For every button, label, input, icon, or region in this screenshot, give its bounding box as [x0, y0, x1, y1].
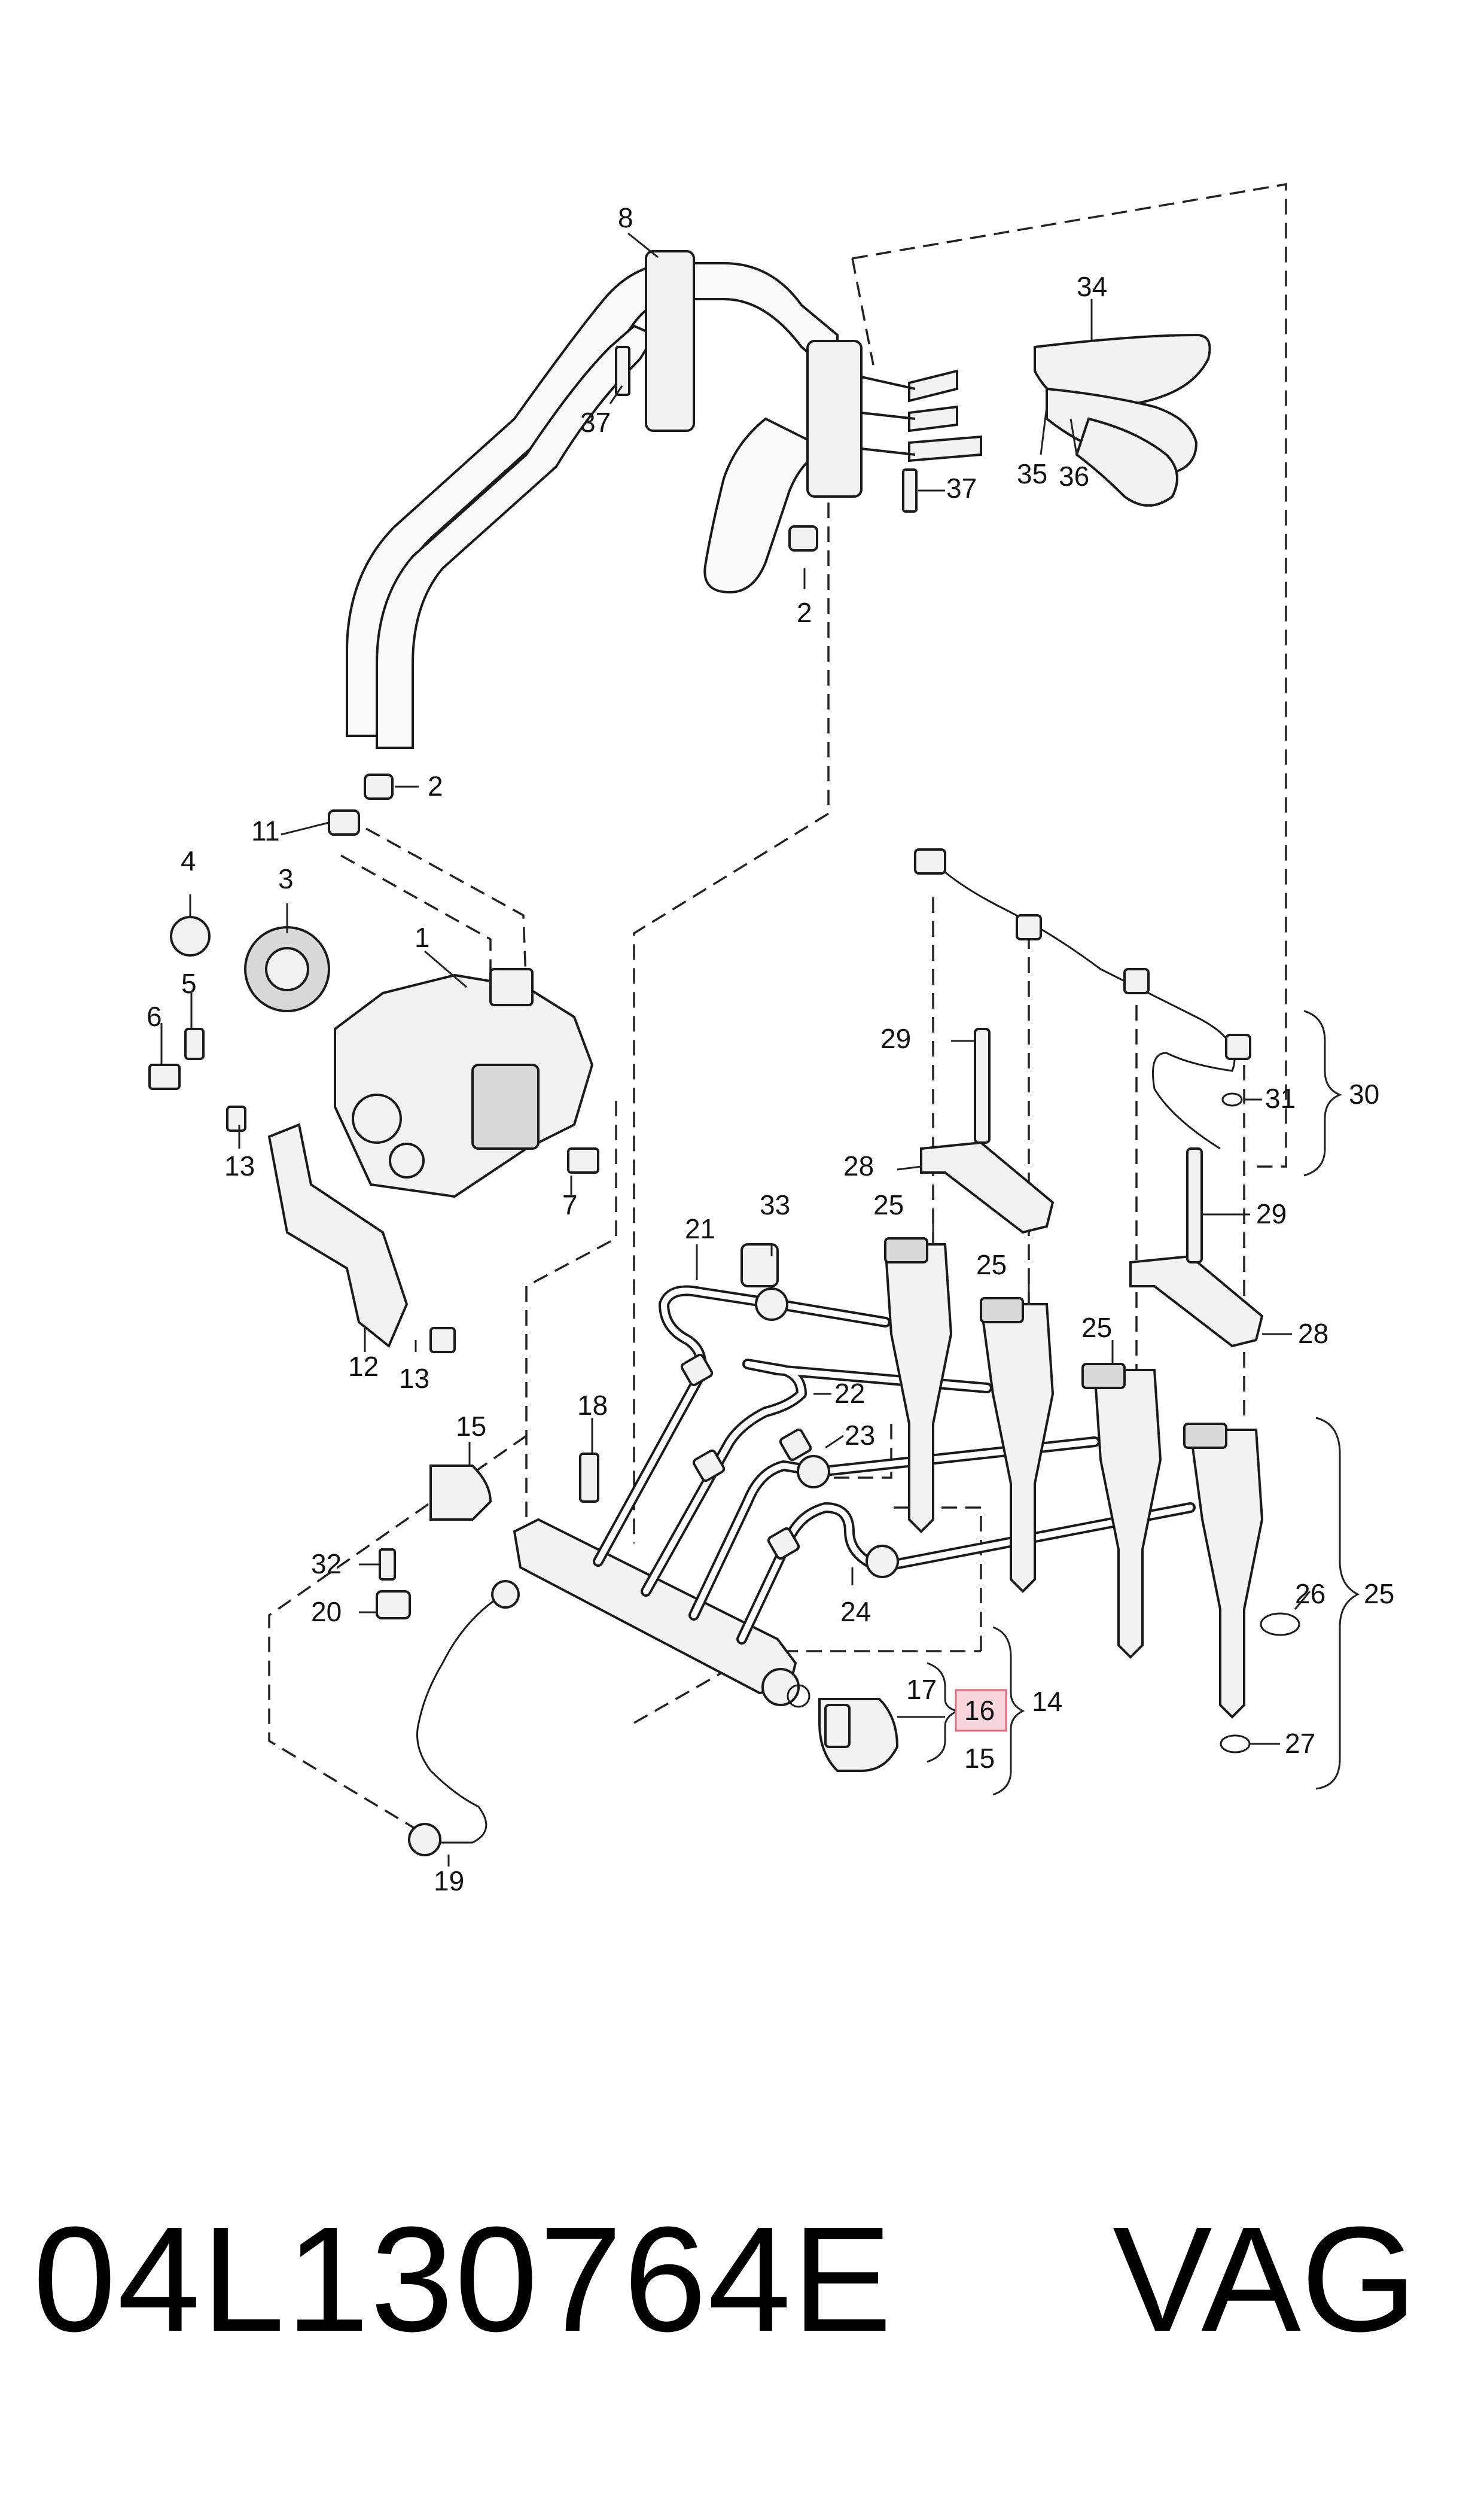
clamp-11 [328, 809, 360, 836]
callout-25-b: 25 [976, 1249, 1007, 1280]
seal-ring-17 [787, 1684, 810, 1708]
callout-24: 24 [840, 1596, 871, 1627]
injector-1 [883, 1243, 953, 1533]
bolt-29-right [1186, 1147, 1203, 1263]
callout-8: 8 [618, 202, 633, 233]
dashed-reference-lines [268, 182, 1287, 1832]
footer: 04L130764E VAG [0, 2190, 1484, 2369]
callout-27: 27 [1285, 1728, 1315, 1759]
callout-29-left: 29 [880, 1023, 911, 1054]
bolt-37-right [902, 468, 918, 513]
callout-31: 31 [1265, 1083, 1296, 1114]
callout-12: 12 [348, 1351, 379, 1382]
bolt-13-upper [226, 1106, 246, 1132]
callout-16: 16 [964, 1695, 995, 1726]
injector-4 [1189, 1429, 1264, 1719]
injector-clamps [914, 848, 1264, 1348]
hose-connector-block [806, 340, 863, 498]
brand-label: VAG [1113, 2196, 1418, 2362]
bolt-29-left [974, 1028, 991, 1144]
nut-4 [170, 916, 211, 957]
callout-20: 20 [311, 1596, 342, 1627]
seal-31 [1221, 1092, 1243, 1107]
callout-23: 23 [845, 1420, 875, 1451]
callout-3: 3 [278, 863, 294, 894]
callout-labels: 8 34 37 37 35 36 2 2 11 4 3 1 5 6 13 7 1… [147, 202, 1394, 1896]
washer-27 [1220, 1734, 1251, 1753]
callout-5: 5 [181, 968, 197, 999]
callout-37-right: 37 [946, 473, 977, 504]
callout-2-lower: 2 [428, 771, 443, 802]
injector-pipes [593, 1243, 1196, 1645]
cap-33 [741, 1243, 779, 1287]
callout-11: 11 [251, 815, 280, 847]
leader-lines [160, 232, 1311, 1867]
pump-body [334, 973, 594, 1198]
bolt-13-lower [429, 1327, 456, 1353]
callout-32: 32 [311, 1548, 342, 1579]
bolt-37-left [615, 346, 630, 396]
hose-holder-bracket [645, 250, 695, 432]
callout-37-left: 37 [580, 407, 611, 438]
bracket-12 [267, 1123, 409, 1348]
injector-3 [1093, 1369, 1162, 1659]
bolt-32 [379, 1548, 396, 1581]
callout-22: 22 [834, 1378, 865, 1409]
callout-13-lower: 13 [399, 1363, 429, 1394]
callout-29-right: 29 [1256, 1198, 1287, 1229]
highlighted-callout-box [955, 1689, 1007, 1732]
callout-1: 1 [415, 922, 430, 953]
callout-34: 34 [1077, 271, 1107, 302]
clamp-20 [376, 1590, 411, 1619]
callout-14: 14 [1032, 1686, 1062, 1717]
fuel-hose-assembly [346, 250, 1211, 749]
callout-36: 36 [1059, 461, 1089, 492]
clamp-28-left [920, 1141, 1055, 1234]
callout-28-right: 28 [1298, 1318, 1328, 1349]
part-number: 04L130764E [33, 2196, 894, 2362]
callout-4: 4 [181, 845, 196, 876]
callout-26: 26 [1295, 1578, 1325, 1609]
callout-17: 17 [906, 1674, 937, 1705]
callout-18: 18 [577, 1390, 608, 1421]
injector-2 [979, 1303, 1055, 1593]
callout-13-upper: 13 [224, 1150, 255, 1182]
fuel-rail-assembly [376, 1453, 899, 1856]
callout-25-group: 25 [1364, 1578, 1394, 1609]
callout-35: 35 [1017, 458, 1047, 489]
callout-28-left: 28 [843, 1150, 874, 1182]
hose-36 [1075, 417, 1178, 507]
exploded-parts-diagram: 8 34 37 37 35 36 2 2 11 4 3 1 5 6 13 7 1… [147, 182, 1394, 1896]
clamp-2-upper [788, 525, 818, 552]
clamp-28-right [1129, 1255, 1264, 1348]
callout-7: 7 [562, 1189, 578, 1220]
callout-33: 33 [760, 1189, 790, 1220]
callout-2-upper: 2 [797, 597, 812, 628]
callout-25-c: 25 [1081, 1312, 1112, 1343]
sensor-15 [429, 1464, 492, 1521]
seal-26 [1260, 1612, 1300, 1636]
bolt-18 [579, 1453, 599, 1503]
injectors [883, 1237, 1300, 1753]
bolt-5 [184, 1028, 205, 1060]
harness-30 [932, 860, 1236, 1150]
callout-19: 19 [434, 1865, 464, 1896]
bolt-7 [567, 1147, 599, 1174]
callout-30: 30 [1349, 1079, 1379, 1110]
bolt-6 [148, 1064, 181, 1090]
clamp-2-lower [364, 774, 394, 800]
high-pressure-pump-assembly [148, 916, 599, 1353]
callout-15-rail: 15 [964, 1743, 995, 1774]
callout-15-sensor: 15 [456, 1411, 486, 1442]
callout-6: 6 [147, 1001, 162, 1032]
callout-25-a: 25 [873, 1189, 904, 1220]
callout-21: 21 [685, 1213, 715, 1244]
line-fitting-19 [408, 1823, 441, 1856]
